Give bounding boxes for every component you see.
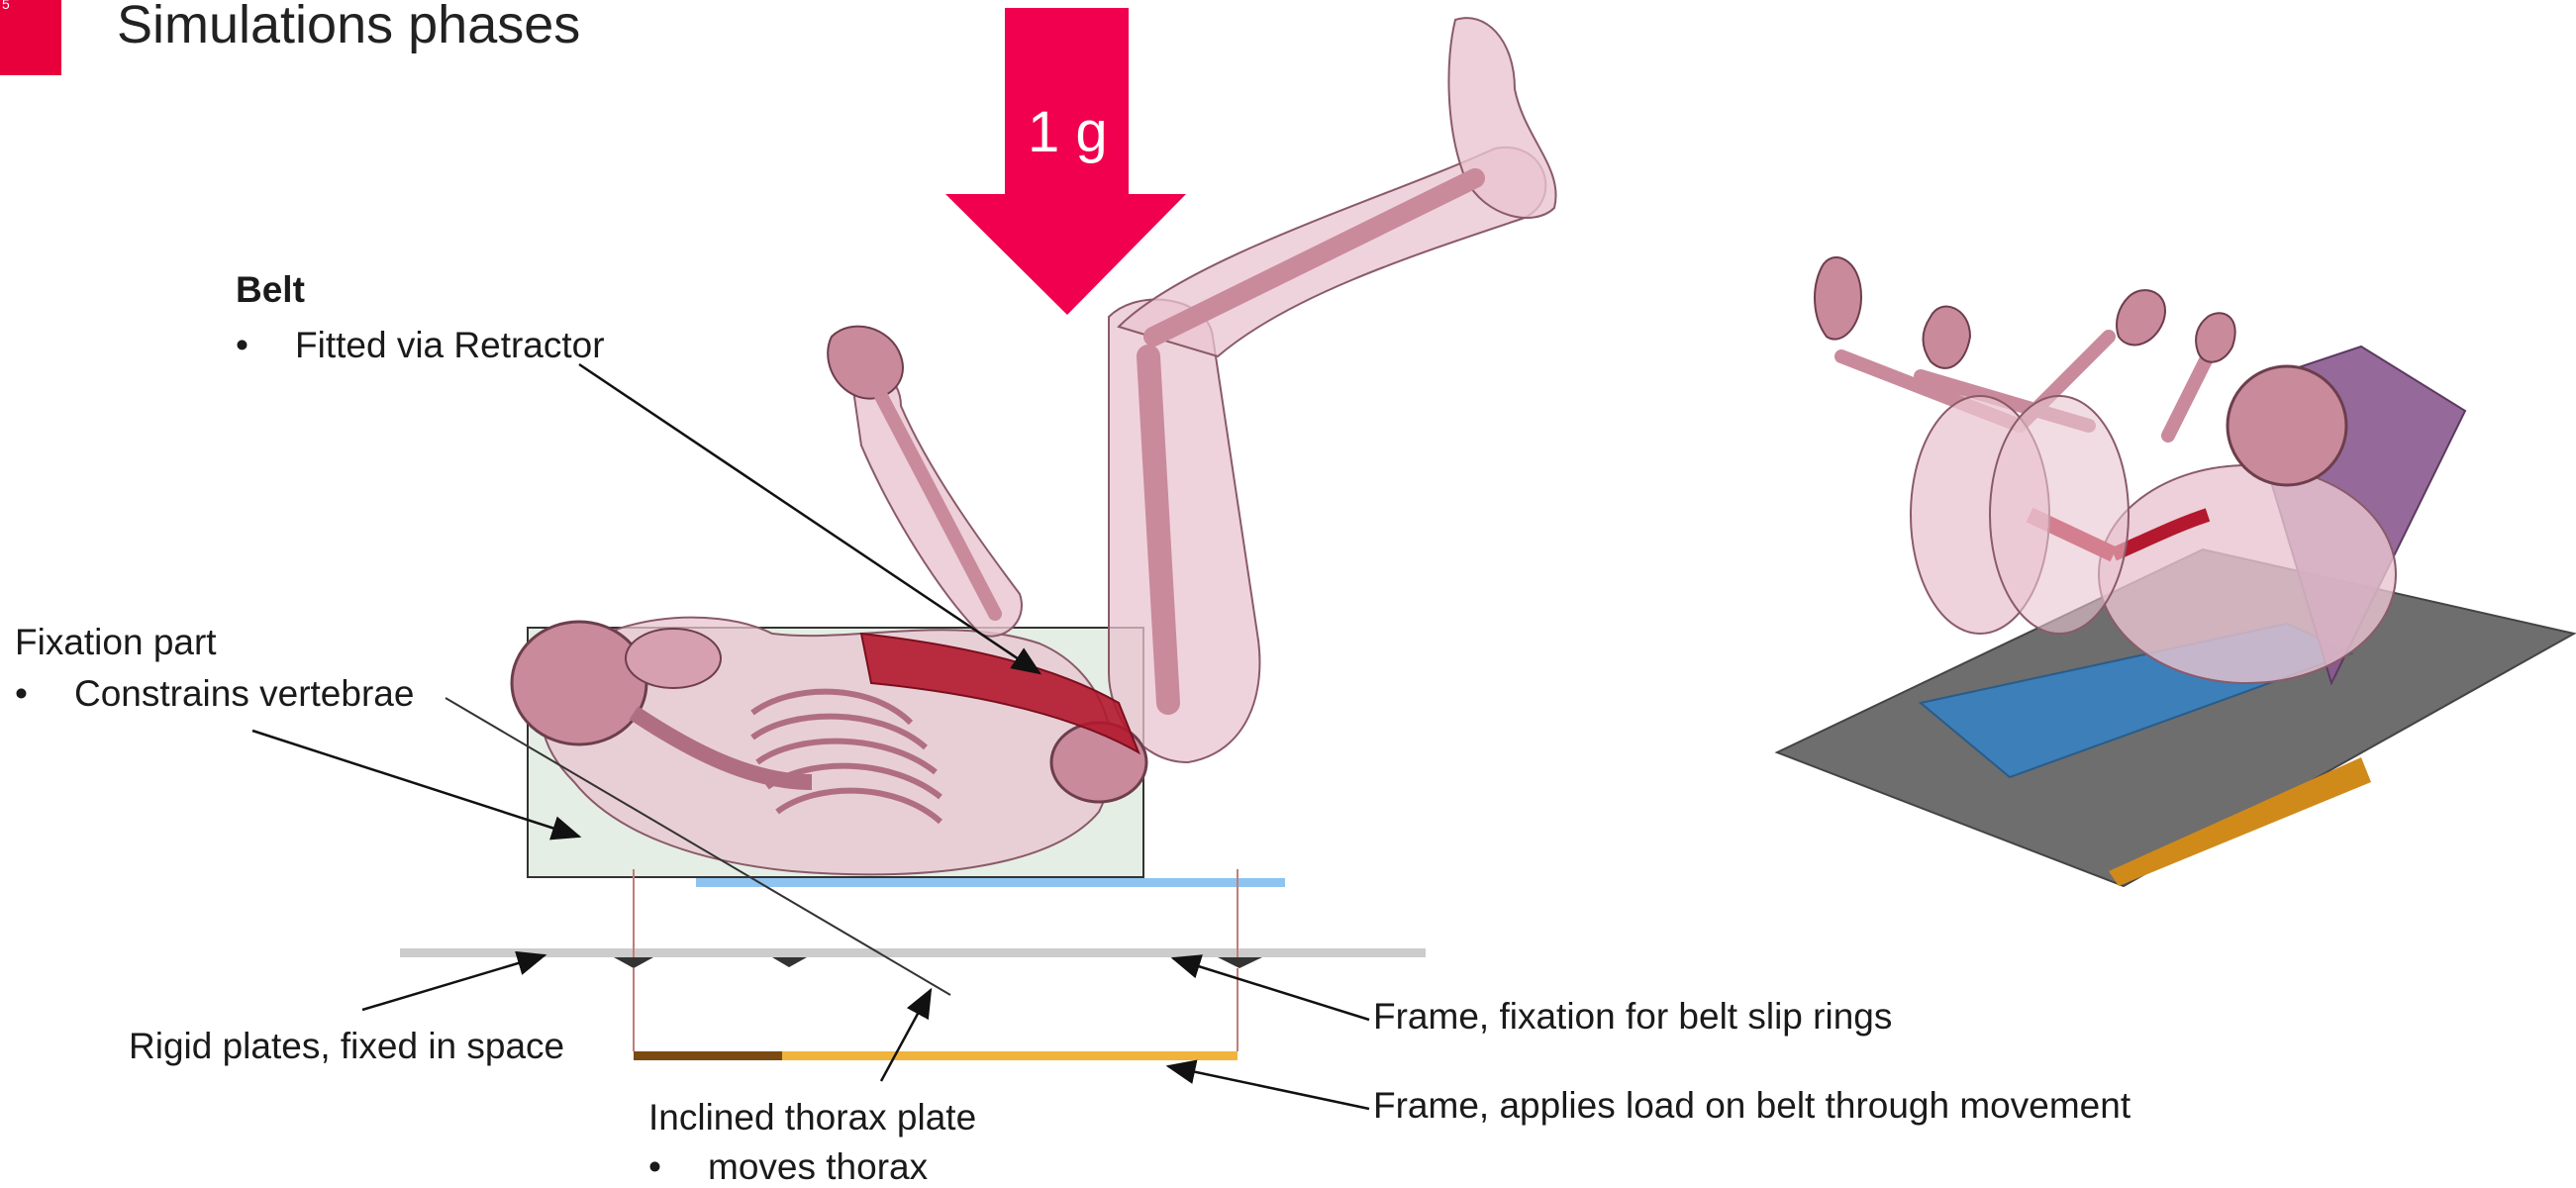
bullet-dot: • <box>236 325 295 366</box>
rigid-plates-callout-arrow <box>362 955 545 1010</box>
seated-model-view <box>1777 257 2574 886</box>
bullet-dot: • <box>648 1146 708 1188</box>
frame-slip-rings-callout-arrow <box>1173 958 1369 1020</box>
inclined-plate-bullet: •moves thorax <box>648 1146 928 1188</box>
frame-lines <box>634 869 1238 1051</box>
inclined-plate-callout-arrow <box>881 990 931 1081</box>
gravity-label: 1 g <box>1028 99 1108 165</box>
frame-slip-rings-label: Frame, fixation for belt slip rings <box>1373 996 1892 1038</box>
blue-body-plate <box>696 878 1285 887</box>
frame-load-callout-arrow <box>1168 1066 1369 1109</box>
rigid-plate-rail <box>400 948 1426 957</box>
fixation-bullet-text: Constrains vertebrae <box>74 673 414 714</box>
belt-bullet: •Fitted via Retractor <box>236 325 605 366</box>
fixation-bullet: •Constrains vertebrae <box>15 673 414 715</box>
frame-bar-dark <box>634 1051 782 1060</box>
frame-load-label: Frame, applies load on belt through move… <box>1373 1085 2130 1127</box>
inclined-plate-bullet-text: moves thorax <box>708 1146 928 1187</box>
rail-fixation-points <box>614 957 1262 968</box>
fixation-title: Fixation part <box>15 622 217 663</box>
belt-title: Belt <box>236 269 305 311</box>
rigid-plates-label: Rigid plates, fixed in space <box>129 1026 564 1067</box>
frame-bar-orange <box>782 1051 1238 1060</box>
bullet-dot: • <box>15 673 74 715</box>
belt-bullet-text: Fitted via Retractor <box>295 325 605 365</box>
inclined-plate-title: Inclined thorax plate <box>648 1097 976 1138</box>
